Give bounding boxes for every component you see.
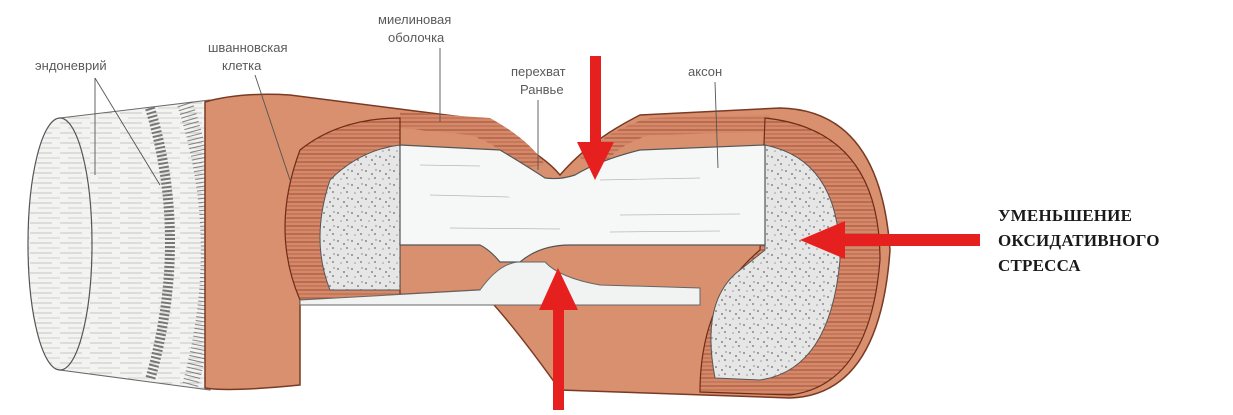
label-endoneurium: эндоневрий bbox=[35, 58, 107, 73]
label-node-line1: перехват bbox=[511, 64, 566, 79]
callout-line3: СТРЕССА bbox=[998, 253, 1230, 278]
oxidative-stress-callout: УМЕНЬШЕНИЕ ОКСИДАТИВНОГО СТРЕССА bbox=[998, 203, 1230, 278]
label-schwann-line2: клетка bbox=[222, 58, 262, 73]
label-schwann-line1: шванновская bbox=[208, 40, 288, 55]
endoneurium-cylinder bbox=[28, 100, 210, 390]
label-axon: аксон bbox=[688, 64, 722, 79]
label-node-line2: Ранвье bbox=[520, 82, 564, 97]
callout-line1: УМЕНЬШЕНИЕ bbox=[998, 203, 1230, 228]
label-myelin-line2: оболочка bbox=[388, 30, 445, 45]
callout-line2: ОКСИДАТИВНОГО bbox=[998, 228, 1230, 253]
label-myelin-line1: миелиновая bbox=[378, 12, 451, 27]
